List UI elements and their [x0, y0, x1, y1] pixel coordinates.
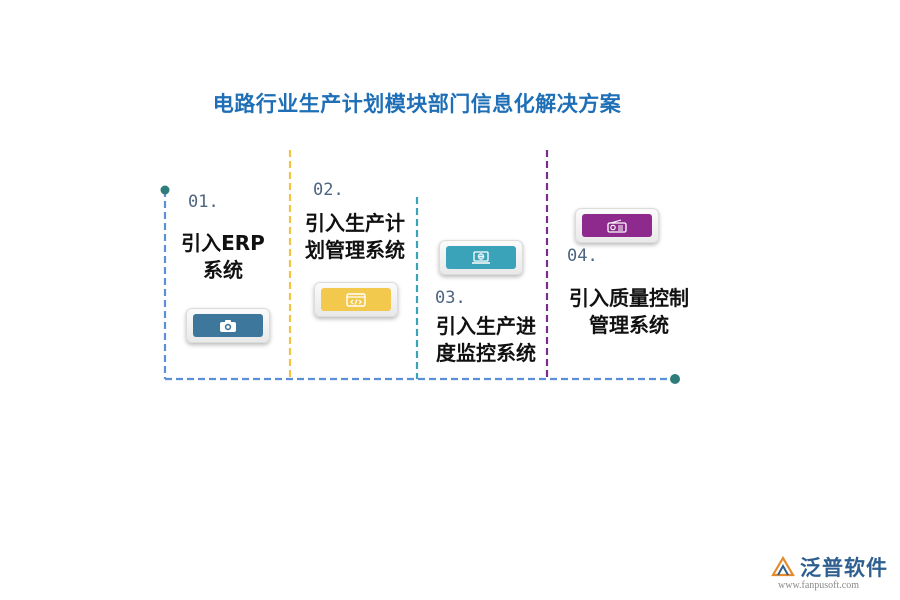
- step-2-icon-card[interactable]: [314, 282, 398, 317]
- camera-icon: [220, 319, 236, 332]
- fanpu-logo-icon: [771, 555, 795, 577]
- logo-url: www.fanpusoft.com: [778, 580, 860, 591]
- step-number-2: 02.: [313, 180, 344, 200]
- step-number-4: 04.: [567, 246, 598, 266]
- end-dot: [670, 374, 680, 384]
- step-4-icon-card[interactable]: [575, 208, 659, 243]
- radio-icon: [607, 218, 627, 233]
- code-window-icon: [346, 292, 366, 307]
- laptop-globe-icon: [472, 250, 490, 264]
- step-label-2: 引入生产计 划管理系统: [296, 210, 414, 264]
- start-dot: [160, 185, 170, 195]
- logo-name: 泛普软件: [800, 556, 888, 580]
- step-3-line2: 度监控系统: [436, 341, 536, 365]
- step-3-icon-button: [446, 246, 516, 269]
- step-1-line1: 引入ERP: [181, 231, 265, 255]
- brand-logo: 泛普软件: [770, 552, 888, 582]
- step-1-icon-card[interactable]: [186, 308, 270, 343]
- step-3-icon-card[interactable]: [439, 240, 523, 275]
- step-2-line2: 划管理系统: [305, 238, 405, 262]
- step-2-icon-button: [321, 288, 391, 311]
- step-4-icon-button: [582, 214, 652, 237]
- step-2-line1: 引入生产计: [305, 211, 405, 235]
- step-3-line1: 引入生产进: [436, 314, 536, 338]
- step-label-4: 引入质量控制 管理系统: [556, 285, 702, 339]
- step-label-1: 引入ERP 系统: [178, 230, 268, 284]
- step-label-3: 引入生产进 度监控系统: [425, 313, 547, 367]
- step-number-1: 01.: [188, 192, 219, 212]
- step-4-line2: 管理系统: [589, 313, 669, 337]
- step-1-icon-button: [193, 314, 263, 337]
- page-title: 电路行业生产计划模块部门信息化解决方案: [212, 92, 622, 116]
- step-1-line2: 系统: [203, 258, 243, 282]
- step-4-line1: 引入质量控制: [569, 286, 689, 310]
- step-number-3: 03.: [435, 288, 466, 308]
